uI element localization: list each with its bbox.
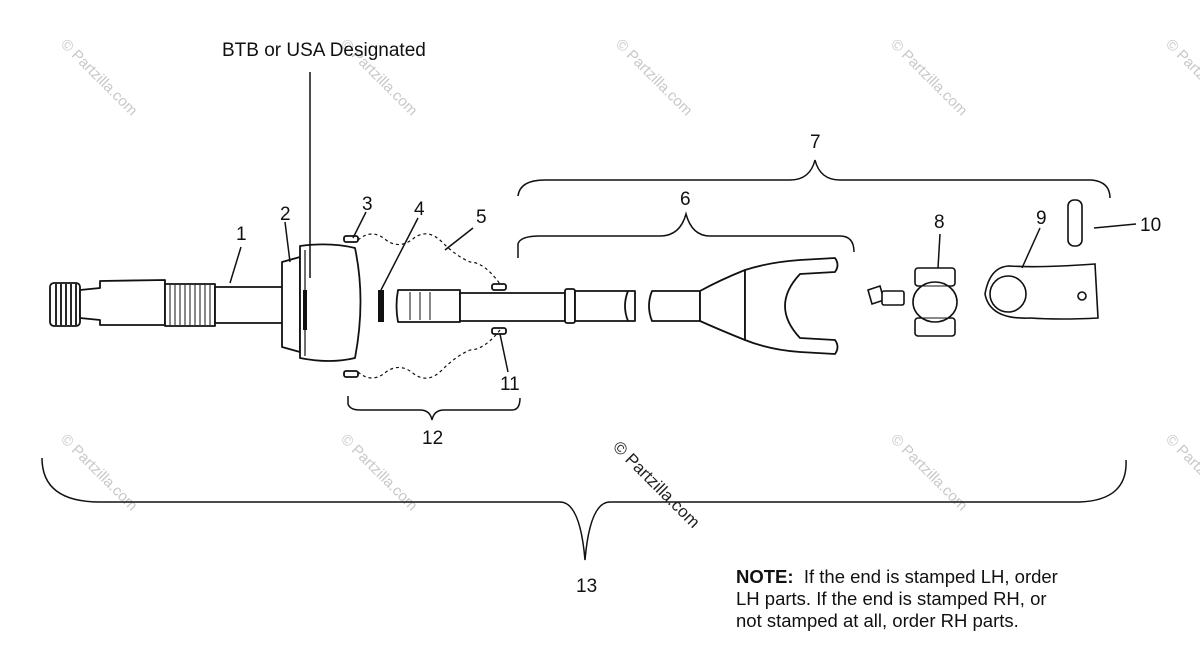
- note-label: NOTE:: [736, 566, 794, 587]
- grease-fitting: [867, 284, 905, 306]
- watermark-text: © Partzilla.com: [57, 36, 140, 119]
- callout-6: 6: [680, 189, 691, 210]
- ordering-note: NOTE: If the end is stamped LH, order LH…: [736, 566, 1156, 632]
- brace-lines: [41, 159, 1127, 561]
- axle-assembly-drawing: [49, 235, 839, 378]
- inner-shaft-spline: [395, 289, 461, 323]
- shaft-break: [648, 290, 701, 322]
- clamp-screw-inner-top: [491, 283, 507, 291]
- watermark-text: © Partzilla.com: [612, 36, 695, 119]
- callout-10: 10: [1140, 215, 1161, 236]
- brace-item-6: [517, 211, 855, 258]
- callout-1: 1: [236, 224, 247, 245]
- brace-item-7: [517, 159, 1111, 199]
- callout-8: 8: [934, 212, 945, 233]
- note-text-1: If the end is stamped LH, order: [803, 566, 1058, 587]
- callout-13: 13: [576, 576, 597, 597]
- callout-labels: 1 2 3 4 5 6 7 8 9 10 11 12 13: [236, 132, 1161, 597]
- designation-heading: BTB or USA Designated: [222, 40, 426, 61]
- yoke-flange: [984, 263, 1099, 320]
- callout-12: 12: [422, 428, 443, 449]
- watermark-text: © Partzilla.com: [1162, 36, 1200, 119]
- snap-ring: [378, 290, 384, 322]
- stub-neck: [214, 286, 286, 324]
- callout-11: 11: [500, 374, 520, 395]
- u-joint-cross: [912, 267, 958, 337]
- note-line-3: not stamped at all, order RH parts.: [736, 610, 1019, 631]
- threaded-end: [49, 282, 81, 327]
- callout-2: 2: [280, 204, 291, 225]
- cv-housing-bell: [299, 243, 362, 362]
- roll-pin: [1067, 199, 1083, 247]
- brace-item-12: [347, 396, 521, 421]
- watermark-center: © Partzilla.com: [609, 437, 703, 531]
- brace-item-13: [41, 457, 1127, 561]
- cv-housing: [281, 256, 301, 353]
- watermark-text: © Partzilla.com: [887, 36, 970, 119]
- yoke: [744, 257, 839, 355]
- spline-section: [164, 283, 216, 327]
- watermark-text: © Partzilla.com: [1162, 431, 1200, 514]
- callout-7: 7: [810, 132, 821, 153]
- note-line-2: LH parts. If the end is stamped RH, or: [736, 588, 1047, 609]
- stub-shaft: [79, 279, 166, 326]
- clamp-screw-top: [343, 235, 359, 243]
- housing-stamp-mark: [303, 290, 307, 330]
- callout-5: 5: [476, 207, 487, 228]
- callout-9: 9: [1036, 208, 1047, 229]
- clamp-screw-bottom: [343, 370, 359, 378]
- callout-4: 4: [414, 199, 425, 220]
- leader-lines: [229, 72, 1137, 373]
- callout-3: 3: [362, 194, 373, 215]
- note-line-1: NOTE: If the end is stamped LH, order: [736, 566, 1156, 588]
